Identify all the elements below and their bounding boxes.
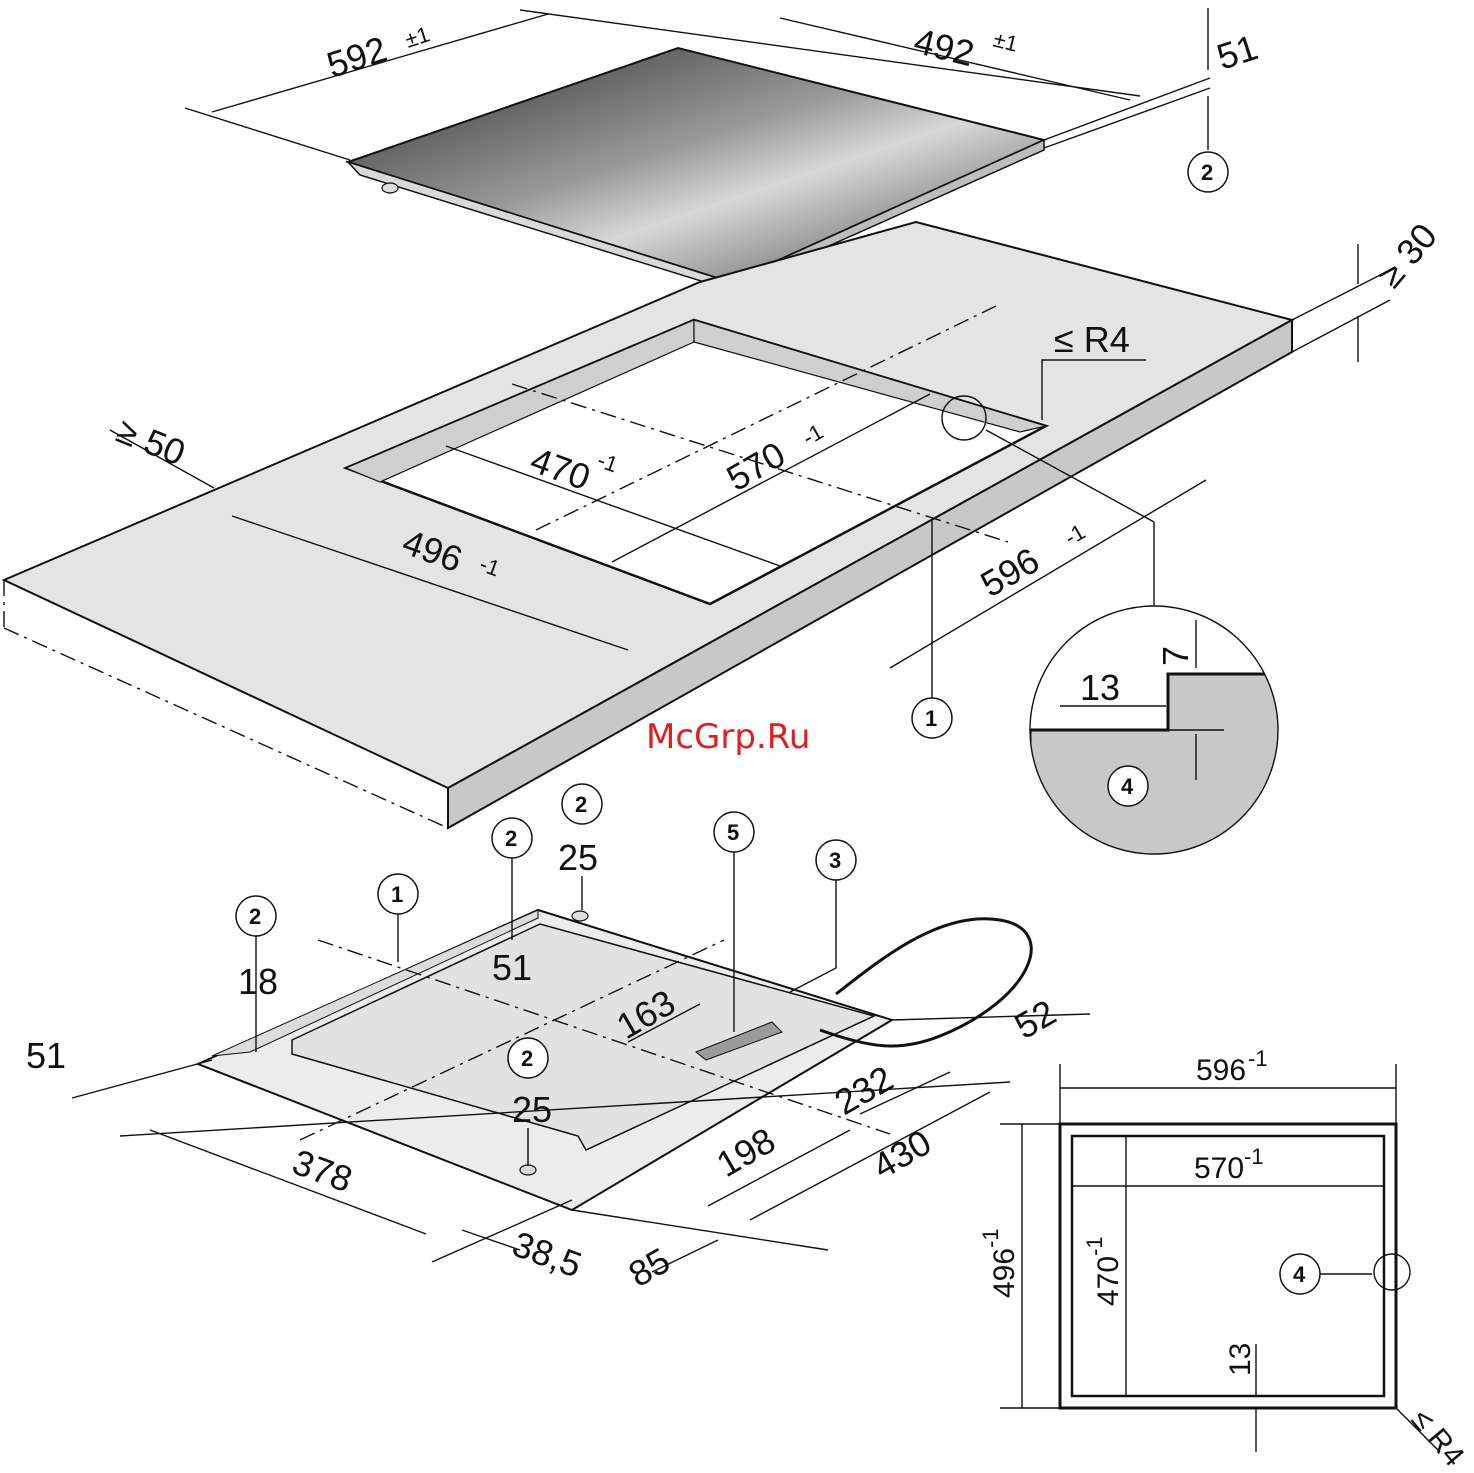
dim-232: 232	[828, 1057, 901, 1123]
plan-inner-depth-label: 470	[1092, 1256, 1125, 1306]
hob-width-tol: ±1	[402, 21, 433, 52]
callout-2-top-label: 2	[1201, 160, 1213, 185]
foot-back	[572, 911, 588, 921]
callout-2-a-label: 2	[505, 826, 517, 851]
hob-depth-tol: ±1	[991, 27, 1021, 57]
countertop-thickness-label: ≥ 30	[1369, 215, 1445, 295]
watermark: McGrp.Ru	[646, 717, 810, 757]
hob-width-label: 592	[322, 28, 392, 86]
callout-1-countertop-label: 1	[925, 706, 937, 731]
callout-4-detail-label: 4	[1121, 774, 1134, 799]
callout-3-label: 3	[829, 848, 841, 873]
min-edge-label: ≥ 50	[111, 409, 191, 473]
hob-height-label: 51	[1212, 26, 1263, 77]
plan-outer-width-label: 596	[1196, 1054, 1246, 1087]
plan-inner-width-tol: -1	[1244, 1144, 1264, 1169]
plan-inner-depth-tol: -1	[1082, 1236, 1107, 1256]
plan-outer-depth-label: 496	[988, 1248, 1021, 1298]
dim-378: 378	[287, 1141, 357, 1200]
callout-2-c-label: 2	[249, 904, 261, 929]
foot-height-25-top: 25	[558, 837, 598, 878]
callout-4-plan-label: 4	[1293, 1262, 1306, 1287]
plan-step-label: 13	[1224, 1343, 1257, 1376]
detail-step-height-label: 7	[1155, 646, 1196, 666]
detail-step-width-label: 13	[1080, 667, 1120, 708]
callout-2-b-label: 2	[575, 792, 587, 817]
cutout-outer-width-tol: -1	[1060, 519, 1089, 550]
plan-outer-depth-tol: -1	[978, 1228, 1003, 1248]
hob-foot	[382, 183, 398, 193]
callout-5-label: 5	[727, 820, 739, 845]
foot-height-18: 18	[238, 961, 278, 1002]
dim-51: 51	[26, 1035, 66, 1076]
hob-underside-view: 2 51 2 25 1 5 3 2 18 2 25 163 52 51 232	[26, 784, 1090, 1295]
dim-198: 198	[710, 1119, 783, 1185]
plan-inner-width-label: 570	[1194, 1152, 1244, 1185]
plan-outer-width-tol: -1	[1248, 1046, 1268, 1071]
dim-38-5: 38,5	[507, 1223, 587, 1285]
cutout-radius-label: ≤ R4	[1054, 319, 1130, 360]
hob-top-view: 592 ±1 492 ±1 51 2	[185, 8, 1263, 290]
cutout-plan-view: 596 -1 570 -1 496 -1 470 -1 13 4 ≤ R4	[978, 1046, 1471, 1473]
callout-1-underside-label: 1	[391, 882, 403, 907]
plan-radius-label: ≤ R4	[1405, 1403, 1471, 1473]
dim-430: 430	[866, 1121, 939, 1187]
foot-front	[520, 1165, 536, 1175]
cutout-outer-width-label: 596	[974, 539, 1047, 605]
dim-52: 52	[1008, 991, 1063, 1047]
callout-2-d-label: 2	[521, 1046, 533, 1071]
dim-85: 85	[622, 1239, 677, 1295]
foot-height-51: 51	[492, 947, 532, 988]
